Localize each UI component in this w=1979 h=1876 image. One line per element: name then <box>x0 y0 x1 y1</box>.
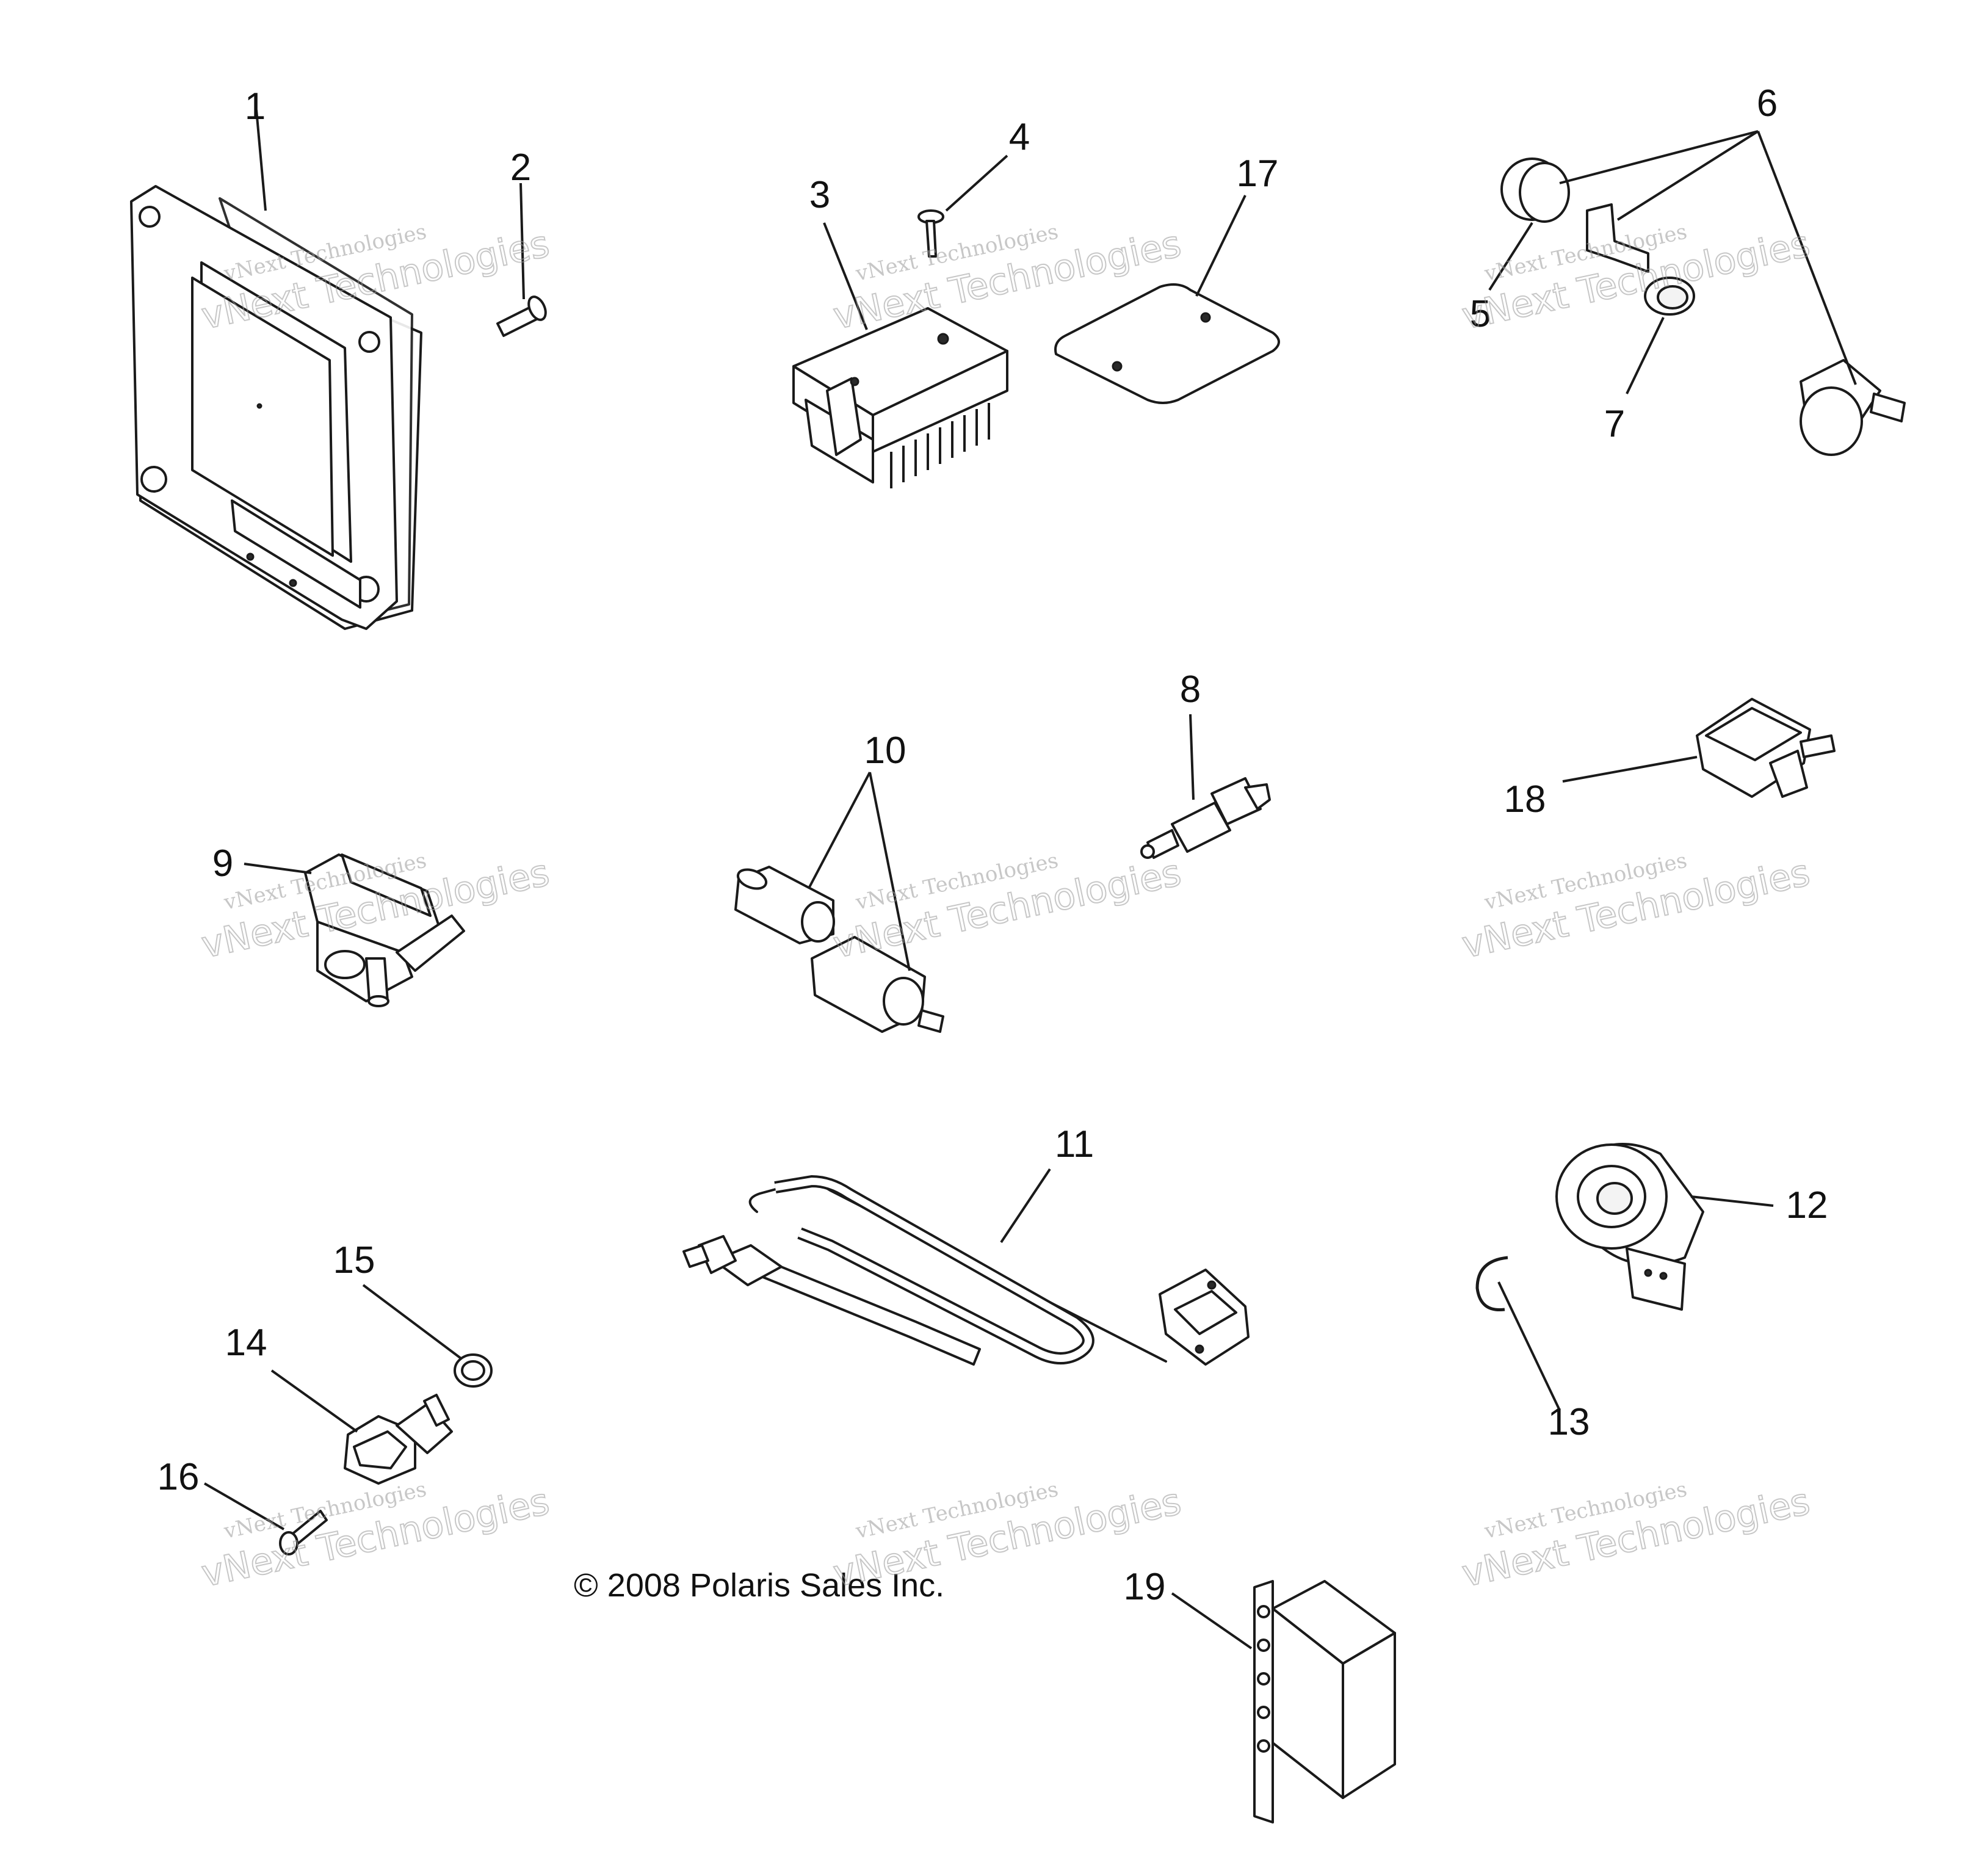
part-13-clip <box>1475 1256 1508 1312</box>
part-5-knob <box>1500 158 1570 223</box>
part-10-cylinder-b <box>811 936 944 1033</box>
part-8-sensor <box>1140 777 1271 859</box>
part-2-bolt <box>496 295 547 337</box>
callout-15: 15 <box>333 1239 375 1281</box>
callout-5: 5 <box>1470 293 1491 335</box>
callout-13: 13 <box>1548 1401 1590 1443</box>
part-1-ecu <box>130 185 422 630</box>
part-14-crank-sensor <box>344 1394 453 1485</box>
callout-1: 1 <box>245 85 266 128</box>
part-16-bolt <box>279 1510 328 1555</box>
callout-2: 2 <box>510 147 531 189</box>
part-6-switch-body <box>1800 359 1906 456</box>
part-17-cover-plate <box>1054 283 1280 404</box>
copyright-text: © 2008 Polaris Sales Inc. <box>574 1567 944 1604</box>
callout-11: 11 <box>1055 1123 1094 1165</box>
callout-18: 18 <box>1504 778 1546 820</box>
part-15-o-ring <box>454 1353 493 1388</box>
part-9-map-sensor <box>304 853 465 1007</box>
callout-6: 6 <box>1757 82 1778 125</box>
callout-3: 3 <box>809 174 830 216</box>
callout-4: 4 <box>1009 116 1030 158</box>
part-11-harness <box>682 1175 1250 1366</box>
callout-14: 14 <box>225 1322 267 1364</box>
callout-19: 19 <box>1124 1566 1166 1608</box>
callout-8: 8 <box>1180 668 1201 711</box>
part-10-cylinder-a <box>734 866 835 944</box>
watermarks: vNext Technologies vNext Technologies vN… <box>197 219 1814 1596</box>
callout-7: 7 <box>1604 403 1625 445</box>
part-12-knock-sensor <box>1555 1143 1704 1311</box>
part-6-bracket <box>1586 203 1649 273</box>
part-18-rocker-switch <box>1696 698 1836 798</box>
part-3-regulator <box>792 307 1008 488</box>
callout-12: 12 <box>1786 1184 1828 1226</box>
callout-9: 9 <box>212 842 233 885</box>
callout-16: 16 <box>157 1456 200 1498</box>
part-4-screw <box>917 209 944 258</box>
part-7-ring <box>1644 277 1695 316</box>
callout-17: 17 <box>1237 153 1279 195</box>
part-19-relay <box>1253 1580 1396 1823</box>
callout-10: 10 <box>864 730 906 772</box>
